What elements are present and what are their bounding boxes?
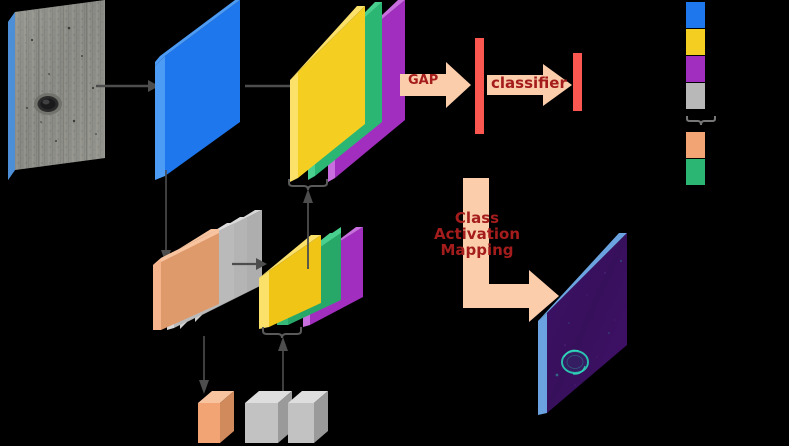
gap-arrow (400, 62, 472, 112)
arrow-cubes-up-to-weighted (275, 335, 291, 399)
legend-gray-swatch-icon (686, 83, 705, 109)
arrow-plates-down-to-cubes (196, 336, 212, 400)
legend-yellow-swatch-icon (686, 29, 705, 55)
orange-gray-weight-cubes (190, 365, 330, 445)
legend-item-yellow[interactable] (686, 29, 711, 55)
classifier-arrow (487, 64, 573, 110)
legend-item-green[interactable] (686, 159, 711, 185)
legend-blue-swatch-icon (686, 2, 705, 28)
legend-item-purple[interactable] (686, 56, 711, 82)
arrow-weighted-up-to-stack (300, 187, 316, 273)
cam-label-line1: Class (454, 209, 500, 227)
classifier-label: classifier (491, 74, 567, 92)
conv-block-blue-plate (155, 0, 255, 182)
input-image-plate (8, 0, 128, 185)
legend-green-swatch-icon (686, 159, 705, 185)
arrow-weights-to-weighted-features (232, 256, 268, 275)
cam-elbow-arrow (455, 178, 565, 342)
feature-stack-top (290, 0, 425, 182)
arrow-input-to-conv (96, 78, 160, 98)
orange-gray-weight-plates (150, 205, 275, 330)
legend-item-orange[interactable] (686, 132, 711, 158)
legend (686, 2, 786, 187)
gap-output-bar (475, 38, 487, 138)
weighted-feature-plates (255, 205, 375, 330)
cam-label-line2: Activation (433, 225, 520, 244)
brace-weighted-features (262, 325, 302, 344)
legend-orange-swatch-icon (686, 132, 705, 158)
legend-item-blue[interactable] (686, 2, 711, 28)
cam-label-line3: Mapping (440, 241, 514, 260)
cam-output-heatmap (535, 225, 655, 415)
cam-label: Class Activation Mapping (417, 210, 537, 259)
gap-label: GAP (408, 73, 439, 88)
legend-item-gray[interactable] (686, 83, 711, 109)
legend-purple-swatch-icon (686, 56, 705, 82)
classifier-output-bar (573, 53, 585, 115)
legend-item-brace[interactable] (686, 110, 722, 126)
legend-brace-icon (686, 112, 716, 126)
